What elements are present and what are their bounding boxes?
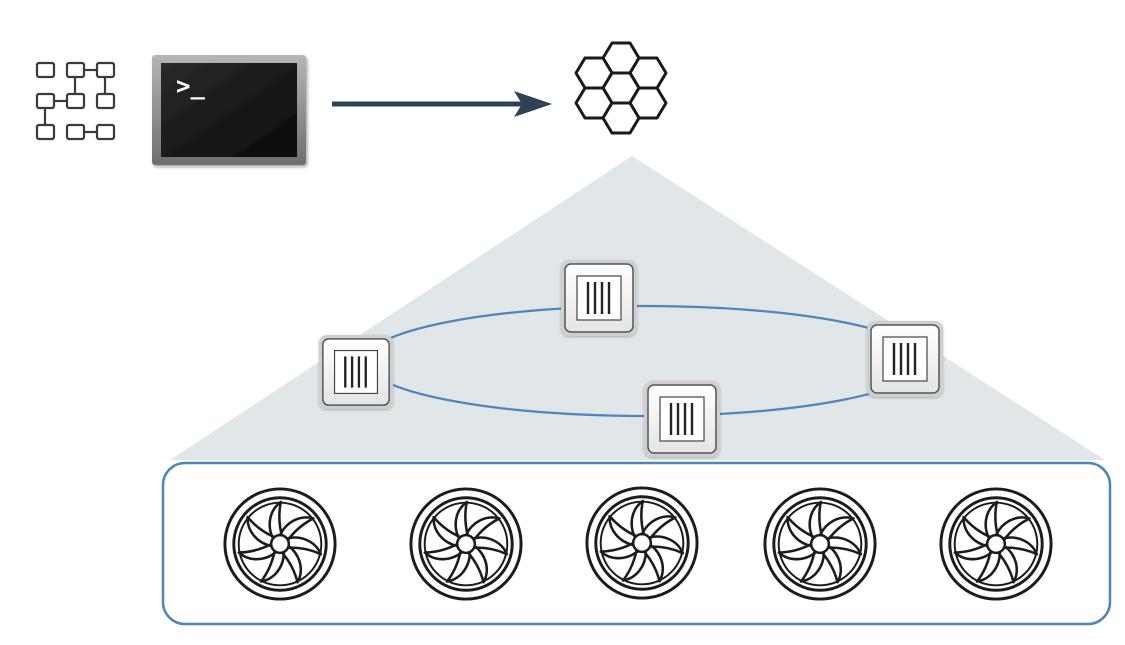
cluster-triangle <box>170 156 1105 460</box>
fan-icon <box>763 487 877 601</box>
fan-icon <box>585 486 699 600</box>
terminal-icon[interactable]: >_ <box>152 55 306 165</box>
fan-icon <box>409 487 523 601</box>
terminal-prompt: >_ <box>176 72 205 100</box>
fan-icon <box>939 487 1053 601</box>
server-node-bottom[interactable] <box>642 379 722 459</box>
server-node-left[interactable] <box>317 333 395 411</box>
server-node-right[interactable] <box>865 319 945 399</box>
right-arrow-icon <box>332 91 552 117</box>
hexagon-cluster-icon <box>574 41 668 135</box>
workflow-grid-icon <box>35 61 116 141</box>
server-node-top[interactable] <box>559 258 639 338</box>
fan-icon <box>223 487 337 601</box>
